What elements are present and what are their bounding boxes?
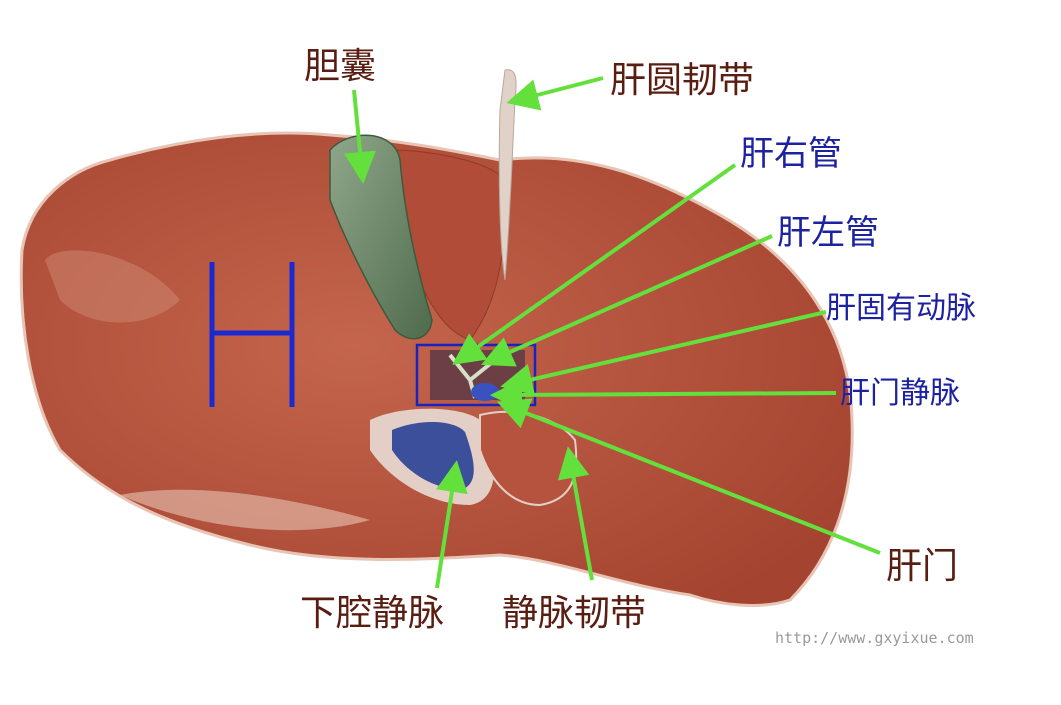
label-portal-vein: 肝门静脉 bbox=[840, 376, 960, 411]
arrow-right-hepatic-duct bbox=[452, 163, 737, 365]
quadrate-lobe bbox=[389, 149, 505, 341]
label-ligamentum-venosum: 静脉韧带 bbox=[502, 593, 646, 634]
label-round-ligament: 肝圆韧带 bbox=[610, 60, 754, 101]
lobe-highlight bbox=[45, 250, 180, 323]
gallbladder-shape bbox=[329, 134, 433, 340]
arrow-portal-vein bbox=[490, 378, 837, 411]
arrow-round-ligament bbox=[506, 76, 604, 111]
watermark: http://www.gxyixue.com bbox=[775, 629, 974, 647]
arrow-ligamentum-venosum bbox=[557, 446, 594, 581]
lobe-highlight bbox=[120, 489, 370, 531]
label-porta-hepatis: 肝门 bbox=[886, 546, 958, 587]
arrow-proper-hepatic-artery bbox=[500, 310, 827, 396]
label-inferior-vena-cava: 下腔静脉 bbox=[300, 593, 444, 634]
arrow-gallbladder bbox=[344, 89, 376, 184]
h-mark bbox=[209, 262, 295, 407]
label-left-hepatic-duct: 肝左管 bbox=[777, 213, 879, 253]
arrow-porta-hepatis bbox=[496, 398, 881, 555]
label-gallbladder: 胆囊 bbox=[304, 46, 376, 87]
arrow-left-hepatic-duct bbox=[481, 234, 773, 367]
label-proper-hepatic-artery: 肝固有动脉 bbox=[826, 291, 976, 326]
portal-vein-shape bbox=[471, 383, 499, 401]
label-right-hepatic-duct: 肝右管 bbox=[740, 134, 842, 174]
arrow-inferior-vena-cava bbox=[435, 460, 468, 589]
